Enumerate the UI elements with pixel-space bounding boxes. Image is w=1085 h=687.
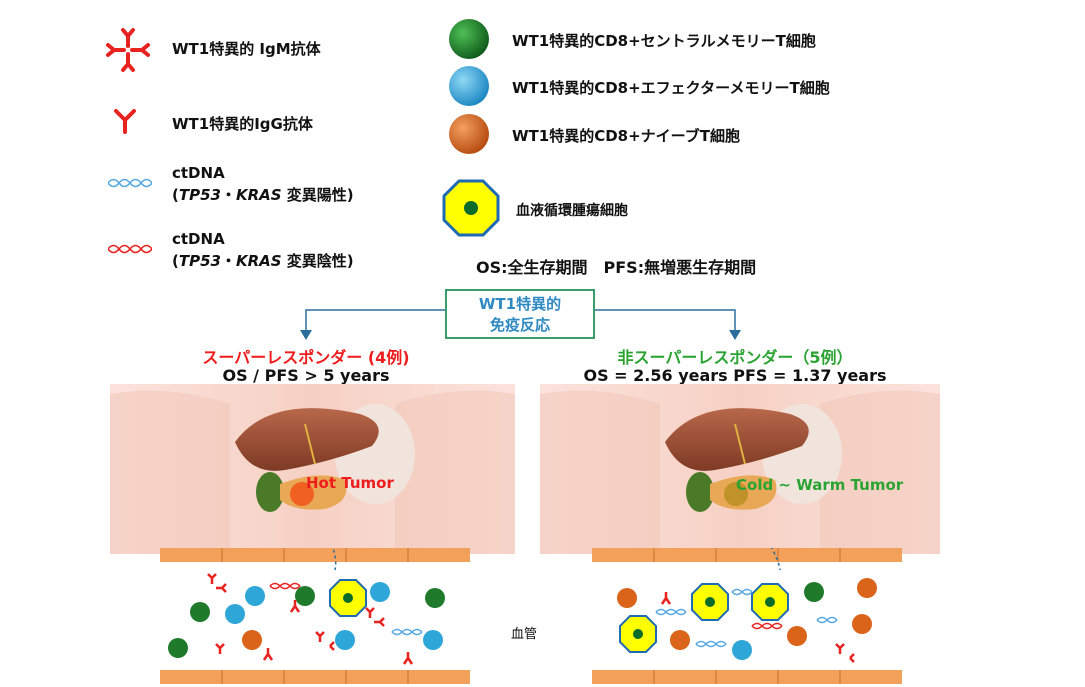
ctdna-positive-icon [108,178,152,188]
vessel-cells [617,578,877,663]
ctdna-positive-label: ctDNA (TP53・KRAS 変異陽性) [172,164,354,204]
ctc-icon [442,179,500,237]
ctdna-negative-suffix: 変異陰性) [281,252,354,270]
vessel-wall-top [592,548,902,562]
ctc-label: 血液循環腫瘍細胞 [516,203,628,219]
cold-warm-tumor-label: Cold ~ Warm Tumor [736,476,904,494]
ctdna-negative-line1: ctDNA [172,230,225,248]
igm-icon [106,28,150,72]
igg-label: WT1特異的IgG抗体 [172,115,313,133]
ctdna-negative-kras: KRAS [235,252,282,270]
central-memory-cell-icon [449,19,489,59]
ctdna-positive-line1: ctDNA [172,164,225,182]
ctdna-positive-kras: KRAS [235,186,282,204]
effector-memory-cell-icon [449,66,489,106]
non-responder-body-illustration: Cold ~ Warm Tumor [540,384,940,554]
ctdna-positive-suffix: 変異陽性) [281,186,354,204]
non-responder-blood-vessel [592,548,902,684]
vessel-label: 血管 [511,627,538,642]
hot-tumor-label: Hot Tumor [306,474,394,492]
igg-icon [114,109,136,134]
immune-response-line1: WT1特異的 [478,295,562,313]
ctdna-negative-sep: ・ [220,252,236,270]
ctdna-positive-sep: ・ [220,186,236,204]
immune-response-line2: 免疫反応 [489,316,550,334]
ctdna-negative-label: ctDNA (TP53・KRAS 変異陰性) [172,230,354,270]
vessel-wall-bottom [592,670,902,684]
central-memory-label: WT1特異的CD8+セントラルメモリーT細胞 [512,32,816,50]
super-responder-survival: OS / PFS > 5 years [222,366,390,385]
effector-memory-label: WT1特異的CD8+エフェクターメモリーT細胞 [512,79,830,97]
naive-label: WT1特異的CD8+ナイーブT細胞 [512,127,741,145]
vessel-wall-bottom [160,670,470,684]
immune-response-box: WT1特異的 免疫反応 [445,289,595,339]
non-responder-title: 非スーパーレスポンダー（5例） [617,348,853,367]
vessel-cells [168,573,445,665]
ctdna-negative-tp53: TP53 [178,252,221,270]
os-pfs-definition: OS:全生存期間 PFS:無増悪生存期間 [476,258,757,277]
naive-cell-icon [449,114,489,154]
super-responder-body-illustration: Hot Tumor [110,384,515,554]
vessel-wall-top [160,548,470,562]
non-responder-survival: OS = 2.56 years PFS = 1.37 years [583,366,887,385]
igm-label: WT1特異的 IgM抗体 [172,40,321,58]
super-responder-title: スーパーレスポンダー (4例) [202,348,410,367]
super-responder-blood-vessel [160,548,470,684]
ctdna-positive-tp53: TP53 [178,186,221,204]
ctdna-negative-icon [108,244,152,254]
